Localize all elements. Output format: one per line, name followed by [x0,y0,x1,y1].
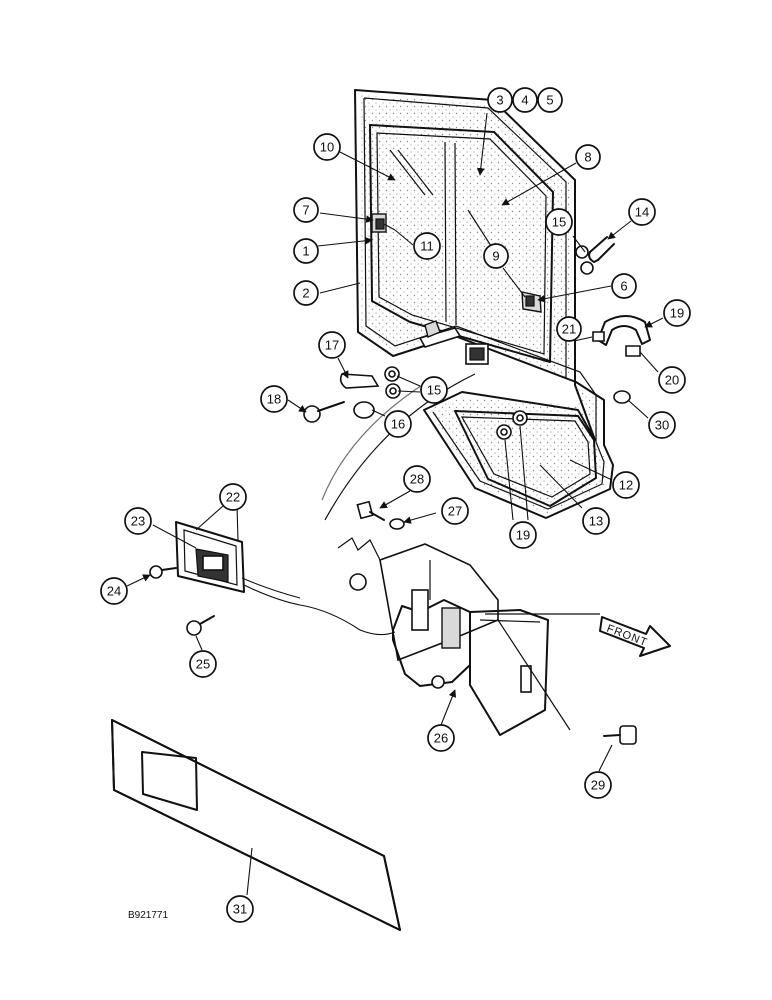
svg-text:25: 25 [196,657,210,672]
callout-8: 8 [575,144,601,170]
drawing-number: B921771 [128,910,168,921]
handle-assembly-22 [175,521,396,636]
clip-part-14 [588,236,615,263]
leader-lines [126,112,664,896]
callout-10: 10 [313,133,341,161]
callout-28: 28 [403,465,431,493]
screw-part-24 [149,565,177,579]
screw-part-25 [186,615,215,636]
callout-24: 24 [100,577,128,605]
svg-text:14: 14 [635,205,649,220]
door-handle-block [418,320,489,365]
callout-25: 25 [189,650,217,678]
svg-text:28: 28 [410,472,424,487]
door-latch-left [371,213,396,233]
svg-text:3: 3 [496,93,503,108]
svg-text:31: 31 [233,902,247,917]
svg-text:16: 16 [391,417,405,432]
svg-text:1: 1 [302,244,309,259]
callout-15-top: 15 [545,208,573,236]
callout-7: 7 [293,197,319,223]
callout-14: 14 [628,198,656,226]
callout-2: 2 [293,280,319,306]
callout-21: 21 [556,316,582,342]
svg-text:24: 24 [107,584,121,599]
svg-text:8: 8 [584,150,591,165]
trim-panel-31 [111,719,401,931]
svg-text:18: 18 [267,392,281,407]
svg-text:5: 5 [546,93,553,108]
front-direction-arrow: FRONT [599,616,671,657]
svg-text:9: 9 [492,249,499,264]
callout-1: 1 [293,238,319,264]
svg-text:13: 13 [589,514,603,529]
svg-text:17: 17 [325,338,339,353]
svg-text:22: 22 [226,490,240,505]
nut-part-15-top [575,245,594,275]
callout-4: 4 [512,87,538,113]
svg-text:10: 10 [320,140,334,155]
washer-part-27 [389,518,405,530]
callout-12: 12 [612,471,640,499]
callout-19-lower: 19 [509,521,537,549]
callout-16: 16 [384,410,412,438]
callout-20: 20 [658,366,686,394]
lower-glass [454,410,597,507]
latch-assembly-26 [337,537,600,736]
callout-5: 5 [537,87,563,113]
callout-31: 31 [226,895,254,923]
callout-6: 6 [611,273,637,299]
door-frame [354,89,614,519]
svg-text:27: 27 [448,504,462,519]
svg-text:11: 11 [420,239,434,254]
callout-27: 27 [441,497,469,525]
nut-part-19-lower [496,410,528,440]
callout-15-left: 15 [420,376,448,404]
plug-part-16 [353,401,375,419]
svg-text:15: 15 [552,215,566,230]
svg-text:19: 19 [670,306,684,321]
callout-26: 26 [427,724,455,752]
callout-11: 11 [413,232,441,260]
svg-text:30: 30 [655,418,669,433]
callout-17: 17 [318,331,346,359]
svg-text:2: 2 [302,286,309,301]
svg-text:20: 20 [665,373,679,388]
callout-13: 13 [582,507,610,535]
bolt-part-18 [303,401,345,423]
svg-text:15: 15 [427,383,441,398]
callout-18: 18 [260,385,288,413]
callout-23: 23 [124,507,152,535]
plug-part-30 [613,390,631,404]
bolt-part-28 [356,500,385,521]
svg-text:19: 19 [516,528,530,543]
svg-text:29: 29 [591,778,605,793]
callout-9: 9 [483,243,509,269]
grab-handle [592,315,651,357]
svg-text:7: 7 [302,203,309,218]
nut-part-15-left [384,366,401,399]
svg-text:4: 4 [521,93,528,108]
screw-part-29 [603,725,637,745]
svg-text:21: 21 [562,322,576,337]
svg-text:6: 6 [620,279,627,294]
handle-part-17 [339,373,380,389]
callout-3: 3 [487,87,513,113]
svg-text:23: 23 [131,514,145,529]
callout-22: 22 [219,483,247,511]
callout-19-top: 19 [663,299,691,327]
callout-30: 30 [648,411,676,439]
svg-text:26: 26 [434,731,448,746]
svg-text:12: 12 [619,478,633,493]
callout-29: 29 [584,771,612,799]
door-latch-right [521,291,542,313]
